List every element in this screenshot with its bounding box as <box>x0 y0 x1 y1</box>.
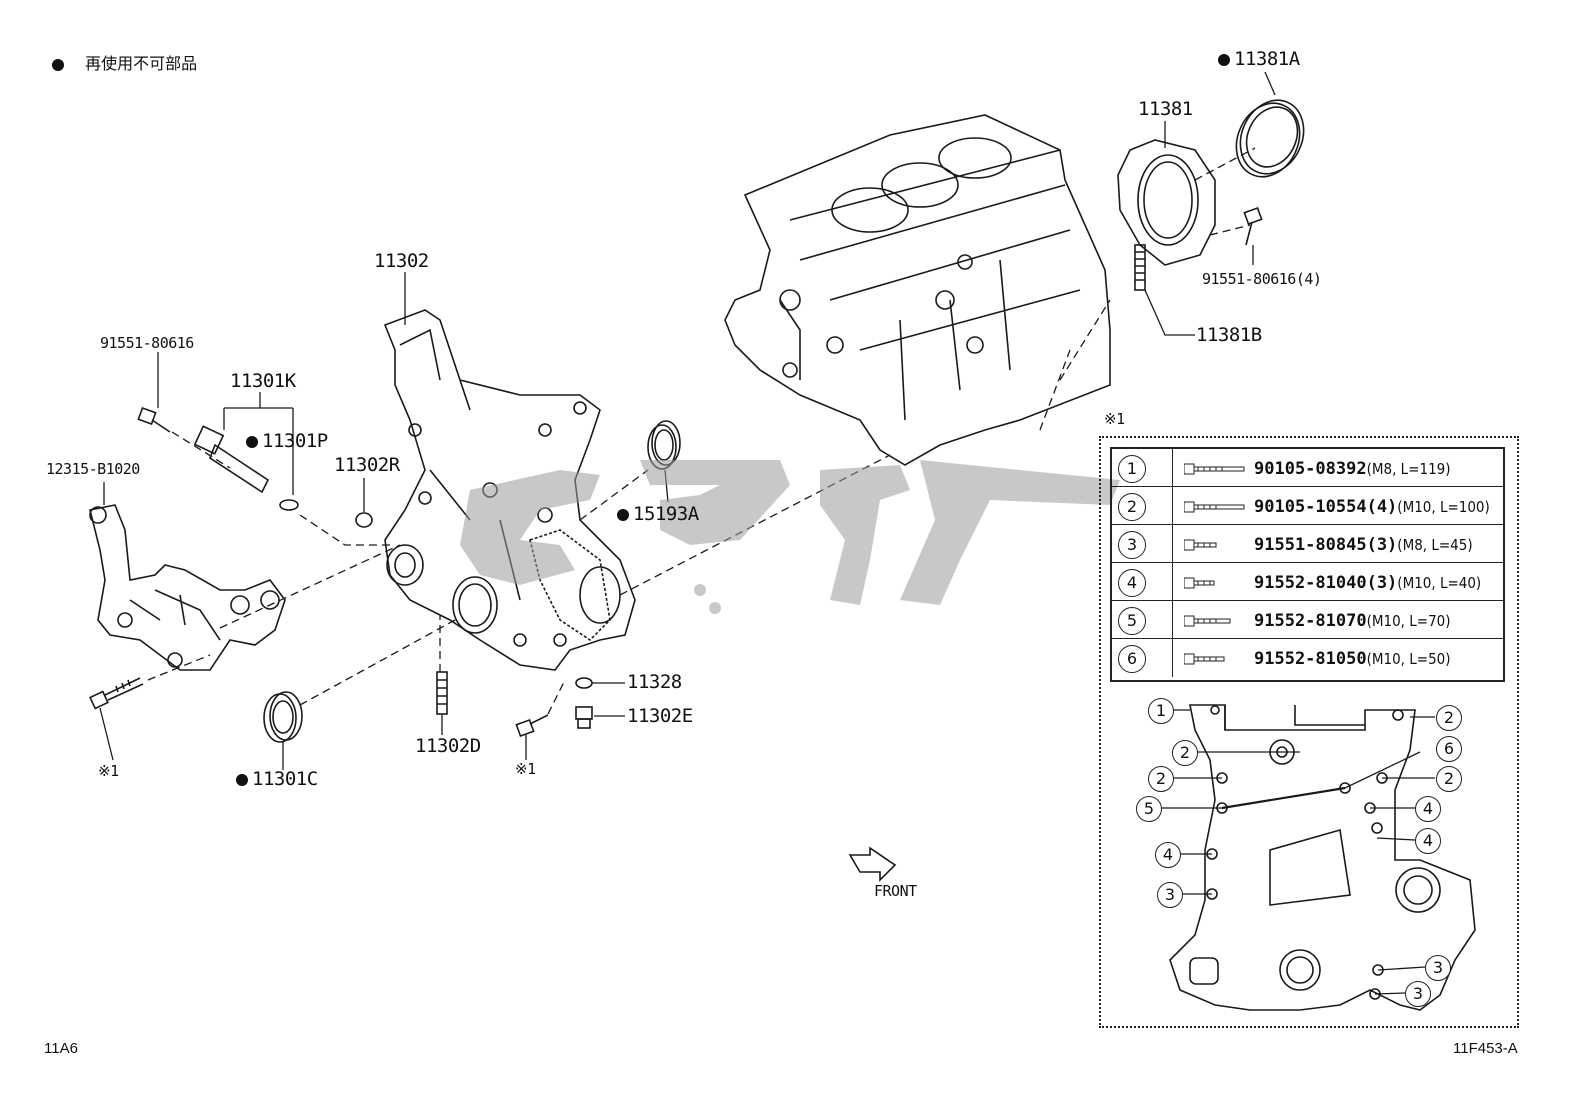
bolt-mid-drawing <box>515 714 549 738</box>
label-11302E: 11302E <box>627 705 693 727</box>
legend: 再使用不可部品 <box>52 50 197 74</box>
bolt-icon <box>1184 463 1245 475</box>
bullet-icon <box>246 435 258 448</box>
row-number: 6 <box>1118 645 1146 673</box>
label-11381A: 11381A <box>1218 50 1300 69</box>
bolt-part: 90105-08392(M8, L=119) <box>1254 459 1451 479</box>
label-15193A: 15193A <box>617 505 699 524</box>
label-11302: 11302 <box>374 250 429 272</box>
callout: 2 <box>1436 766 1462 792</box>
row-number: 4 <box>1118 569 1146 597</box>
bolt-left-drawing <box>89 677 144 710</box>
callout: 3 <box>1405 981 1431 1007</box>
label-ref1-left: ※1 <box>98 762 119 780</box>
bolt-icon <box>1184 653 1225 665</box>
row-number: 5 <box>1118 607 1146 635</box>
washer-drawing <box>575 677 593 689</box>
bolt-part: 91552-81050(M10, L=50) <box>1254 649 1451 669</box>
bullet-icon <box>236 773 248 786</box>
callout: 4 <box>1415 796 1441 822</box>
o-ring-drawing <box>279 499 299 511</box>
bolt-top-left-drawing <box>137 406 171 433</box>
label-11302D: 11302D <box>415 735 481 757</box>
leader-lines <box>99 71 1435 995</box>
label-91551-80616-4: 91551-80616(4) <box>1202 270 1322 288</box>
label-11301P: 11301P <box>246 432 328 451</box>
row-number: 3 <box>1118 531 1146 559</box>
callout: 6 <box>1436 736 1462 762</box>
callout: 2 <box>1436 705 1462 731</box>
callout: 2 <box>1148 766 1174 792</box>
bolt-row: 3 91551-80845(3)(M8, L=45) <box>1112 525 1503 563</box>
rear-oil-seal-retainer-drawing <box>1117 139 1216 266</box>
label-91551-80616: 91551-80616 <box>100 334 194 352</box>
engine-mount-bracket-drawing <box>89 504 286 671</box>
label-ref1-table: ※1 <box>1104 410 1125 428</box>
bullet-icon <box>617 508 629 521</box>
oil-seal-11301C-drawing <box>263 691 303 743</box>
figure-code-right: 11F453-A <box>1453 1040 1518 1057</box>
plug-drawing <box>355 512 373 528</box>
bolt-row: 2 90105-10554(4)(M10, L=100) <box>1112 487 1503 525</box>
label-12315-B1020: 12315-B1020 <box>46 460 140 478</box>
bolt-icon <box>1184 539 1217 551</box>
bolt-part: 90105-10554(4)(M10, L=100) <box>1254 497 1490 517</box>
label-11328: 11328 <box>627 671 682 693</box>
legend-text: 再使用不可部品 <box>85 54 198 73</box>
callout: 1 <box>1148 698 1174 724</box>
label-11301K: 11301K <box>230 370 296 392</box>
callout: 2 <box>1172 740 1198 766</box>
callout: 4 <box>1155 842 1181 868</box>
label-11302R: 11302R <box>334 454 400 476</box>
timing-chain-cover-drawing <box>383 309 636 671</box>
bolt-right-drawing <box>1243 206 1263 246</box>
callout: 4 <box>1415 828 1441 854</box>
bolt-part: 91552-81070(M10, L=70) <box>1254 611 1451 631</box>
bolt-row: 1 90105-08392(M8, L=119) <box>1112 449 1503 487</box>
stud-11302D-drawing <box>436 671 448 715</box>
label-11301C: 11301C <box>236 770 318 789</box>
bolt-icon <box>1184 615 1231 627</box>
bolt-table: 1 90105-08392(M8, L=119) 2 90105-10554(4… <box>1110 447 1505 682</box>
bolt-row: 5 91552-81070(M10, L=70) <box>1112 601 1503 639</box>
plug-11302E-drawing <box>575 706 593 729</box>
callout: 3 <box>1157 882 1183 908</box>
bolt-part: 91551-80845(3)(M8, L=45) <box>1254 535 1473 555</box>
bolt-icon <box>1184 577 1215 589</box>
bolt-row: 6 91552-81050(M10, L=50) <box>1112 639 1503 677</box>
stud-11381B-drawing <box>1134 244 1146 291</box>
sensor-11301K-drawing <box>193 425 270 494</box>
front-label: FRONT <box>874 882 917 900</box>
figure-code-left: 11A6 <box>44 1040 78 1057</box>
cylinder-block-drawing <box>724 114 1111 466</box>
bullet-icon <box>1218 53 1230 66</box>
callout: 5 <box>1136 796 1162 822</box>
watermark-logo <box>460 460 1120 614</box>
row-number: 1 <box>1118 455 1146 483</box>
front-arrow-drawing <box>848 846 897 882</box>
bolt-row: 4 91552-81040(3)(M10, L=40) <box>1112 563 1503 601</box>
bolt-part: 91552-81040(3)(M10, L=40) <box>1254 573 1482 593</box>
callout: 3 <box>1425 955 1451 981</box>
bullet-icon <box>52 58 64 71</box>
label-ref1-mid: ※1 <box>515 760 536 778</box>
row-number: 2 <box>1118 493 1146 521</box>
bolt-icon <box>1184 501 1245 513</box>
label-11381B: 11381B <box>1196 324 1262 346</box>
label-11381: 11381 <box>1138 98 1193 120</box>
rear-oil-seal-drawing <box>1235 99 1305 178</box>
reference-box <box>1099 436 1519 1028</box>
